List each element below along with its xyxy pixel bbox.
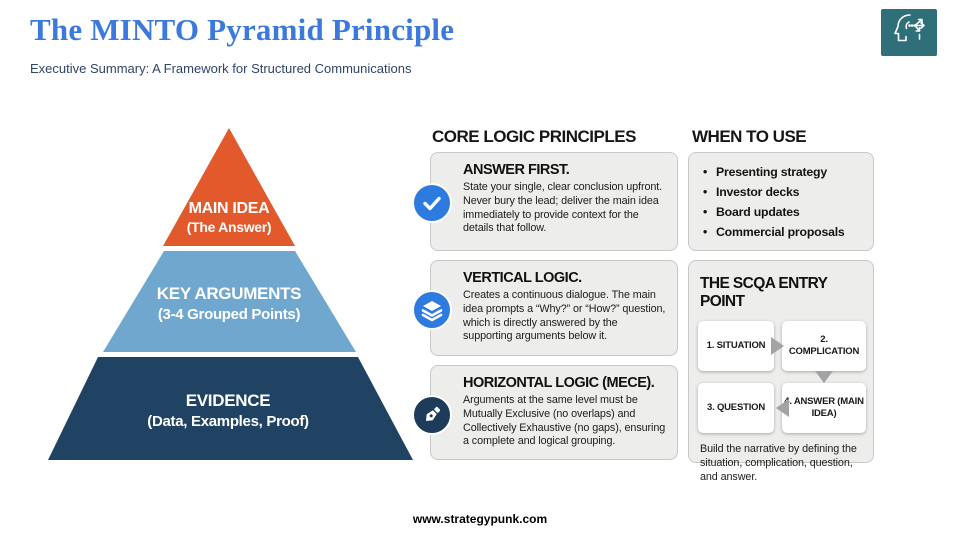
arrow-down-icon bbox=[815, 371, 833, 383]
footer-url: www.strategypunk.com bbox=[412, 512, 548, 526]
horizontal-logic-body: Arguments at the same level must be Mutu… bbox=[463, 394, 666, 448]
strategypunk-logo bbox=[881, 9, 937, 56]
tier1-sublabel: (The Answer) bbox=[187, 219, 272, 235]
vertical-logic-title: VERTICAL LOGIC. bbox=[463, 270, 582, 286]
pyramid-tier-main-idea bbox=[163, 128, 295, 246]
when-to-use-card: Presenting strategy Investor decks Board… bbox=[688, 152, 874, 251]
when-to-use-heading: WHEN TO USE bbox=[692, 127, 807, 146]
when-to-use-list: Presenting strategy Investor decks Board… bbox=[699, 162, 863, 242]
tier2-label: KEY ARGUMENTS bbox=[157, 284, 301, 303]
core-logic-heading: CORE LOGIC PRINCIPLES bbox=[432, 127, 636, 146]
layers-icon bbox=[412, 290, 452, 330]
horizontal-logic-card: HORIZONTAL LOGIC (MECE). Arguments at th… bbox=[430, 365, 678, 460]
arrow-left-icon bbox=[776, 399, 789, 417]
pen-nib-icon bbox=[412, 395, 452, 435]
scqa-flow: 1. SITUATION 2. COMPLICATION 3. QUESTION… bbox=[698, 321, 866, 433]
list-item: Presenting strategy bbox=[699, 162, 863, 182]
pyramid-tier-key-arguments bbox=[103, 251, 356, 352]
page-subtitle: Executive Summary: A Framework for Struc… bbox=[30, 61, 412, 76]
list-item: Board updates bbox=[699, 202, 863, 222]
page-title: The MINTO Pyramid Principle bbox=[30, 12, 455, 47]
scqa-card: THE SCQA ENTRY POINT 1. SITUATION 2. COM… bbox=[688, 260, 874, 483]
answer-first-body: State your single, clear conclusion upfr… bbox=[463, 181, 663, 235]
list-item: Investor decks bbox=[699, 182, 863, 202]
check-icon bbox=[412, 183, 452, 223]
answer-first-title: ANSWER FIRST. bbox=[463, 162, 570, 178]
answer-first-card: ANSWER FIRST. State your single, clear c… bbox=[430, 152, 678, 251]
tier3-label: EVIDENCE bbox=[186, 391, 271, 410]
tier1-label: MAIN IDEA bbox=[189, 200, 271, 217]
scqa-box-situation: 1. SITUATION bbox=[698, 321, 774, 371]
scqa-box-question: 3. QUESTION bbox=[698, 383, 774, 433]
scqa-note: Build the narrative by defining the situ… bbox=[700, 443, 857, 484]
vertical-logic-body: Creates a continuous dialogue. The main … bbox=[463, 289, 666, 343]
horizontal-logic-title: HORIZONTAL LOGIC (MECE). bbox=[463, 375, 655, 391]
head-with-arrows-icon bbox=[888, 12, 930, 53]
vertical-logic-card: VERTICAL LOGIC. Creates a continuous dia… bbox=[430, 260, 678, 356]
tier2-sublabel: (3-4 Grouped Points) bbox=[158, 306, 301, 323]
scqa-box-answer: 4. ANSWER (MAIN IDEA) bbox=[782, 383, 866, 433]
tier3-sublabel: (Data, Examples, Proof) bbox=[147, 413, 309, 430]
list-item: Commercial proposals bbox=[699, 222, 863, 242]
arrow-right-icon bbox=[771, 337, 784, 355]
pyramid-tier-evidence bbox=[48, 357, 413, 460]
scqa-box-complication: 2. COMPLICATION bbox=[782, 321, 866, 371]
scqa-heading: THE SCQA ENTRY POINT bbox=[700, 275, 828, 310]
minto-pyramid: MAIN IDEA (The Answer) KEY ARGUMENTS (3-… bbox=[48, 128, 413, 460]
